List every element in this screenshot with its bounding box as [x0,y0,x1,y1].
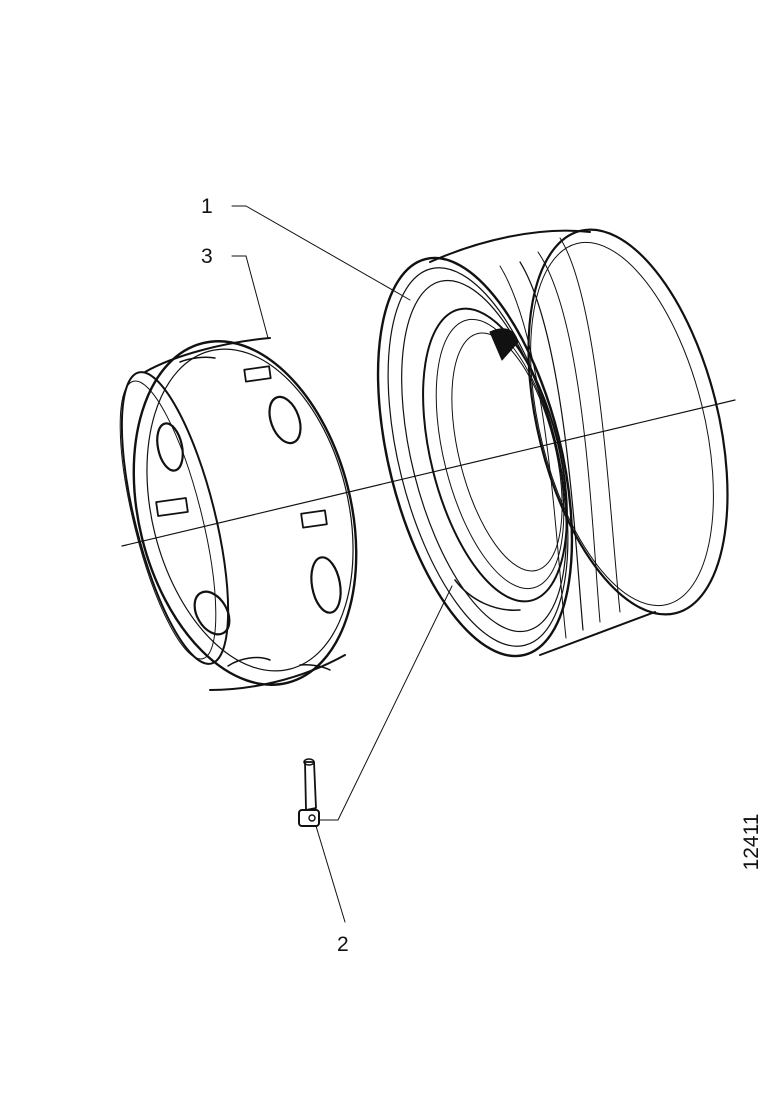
callout-label-1: 1 [201,195,213,218]
wheel-rim [376,228,729,658]
valve-stem [298,758,320,827]
figure-number: 12411 [740,813,763,871]
lock-ring [119,337,358,691]
callout-label-3: 3 [201,245,213,268]
center-axis-line [121,399,736,547]
leader-line-1 [231,205,411,301]
leader-line-2 [315,585,453,923]
callout-label-2: 2 [337,933,349,956]
leader-line-3 [231,255,269,339]
